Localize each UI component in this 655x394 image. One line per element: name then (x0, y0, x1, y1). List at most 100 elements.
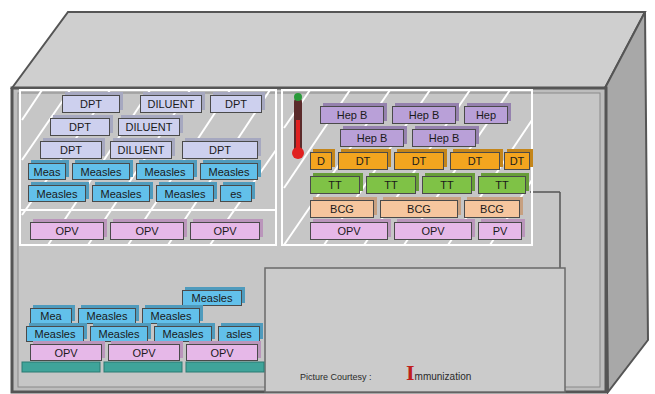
vaccine-label: DPT (69, 121, 91, 133)
lower-compartment (265, 268, 565, 392)
vaccine-box: Mea (30, 308, 72, 324)
vaccine-box: Measles (156, 185, 214, 202)
vaccine-label: OPV (132, 347, 155, 359)
vaccine-label: DPT (60, 144, 82, 156)
vaccine-box: Hep B (340, 129, 404, 147)
vaccine-box: DILUENT (140, 95, 202, 113)
vaccine-label: TT (495, 179, 508, 191)
vaccine-box: DT (504, 152, 530, 170)
fridge-top (12, 12, 645, 88)
vaccine-box: Measles (136, 163, 194, 180)
vaccine-box: DT (394, 152, 444, 170)
vaccine-box: OPV (108, 344, 180, 361)
vaccine-box: BCG (464, 200, 520, 218)
vaccine-label: Measles (163, 328, 204, 340)
vaccine-box: Hep B (320, 106, 384, 124)
vaccine-label: PV (493, 225, 508, 237)
vaccine-label: OPV (55, 225, 78, 237)
credit-text: Picture Courtesy : (300, 372, 372, 382)
vaccine-box: DILUENT (118, 118, 180, 136)
vaccine-box: Hep B (412, 129, 476, 147)
vaccine-label: Measles (192, 292, 233, 304)
vaccine-box: Hep (464, 106, 508, 124)
vaccine-box: OPV (394, 222, 472, 240)
vaccine-label: OPV (54, 347, 77, 359)
right-basket (282, 90, 532, 245)
vaccine-box: DPT (62, 95, 120, 113)
vaccine-box: DPT (40, 141, 102, 159)
left-basket (20, 90, 276, 245)
vaccine-label: TT (440, 179, 453, 191)
vaccine-box: Hep B (392, 106, 456, 124)
vaccine-box: BCG (380, 200, 458, 218)
vaccine-label: OPV (135, 225, 158, 237)
vaccine-label: Hep (476, 109, 496, 121)
vaccine-box: TT (478, 176, 526, 194)
ice-trays (22, 362, 264, 372)
vaccine-box: TT (310, 176, 360, 194)
vaccine-label: DPT (225, 98, 247, 110)
vaccine-label: Measles (99, 328, 140, 340)
vaccine-box: Measles (28, 185, 86, 202)
vaccine-box: TT (366, 176, 416, 194)
vaccine-label: Measles (145, 166, 186, 178)
vaccine-label: Hep B (409, 109, 440, 121)
vaccine-box: Measles (200, 163, 258, 180)
vaccine-label: DILUENT (147, 98, 194, 110)
vaccine-label: DPT (80, 98, 102, 110)
vaccine-label: TT (384, 179, 397, 191)
vaccine-label: D (317, 155, 325, 167)
vaccine-box: OPV (110, 222, 184, 240)
vaccine-box: BCG (310, 200, 374, 218)
vaccine-box: Measles (142, 308, 200, 324)
vaccine-label: DT (510, 155, 525, 167)
vaccine-label: Measles (209, 166, 250, 178)
vaccine-label: OPV (213, 225, 236, 237)
vaccine-label: DILUENT (125, 121, 172, 133)
back-edge (530, 191, 560, 193)
vaccine-label: TT (328, 179, 341, 191)
vaccine-box: OPV (30, 344, 102, 361)
vaccine-label: Mea (40, 310, 61, 322)
vaccine-box: OPV (30, 222, 104, 240)
vaccine-label: DILUENT (117, 144, 164, 156)
vaccine-box: DILUENT (110, 141, 172, 159)
vaccine-box: D (310, 152, 332, 170)
vaccine-box: Measles (26, 326, 84, 342)
fridge-side (605, 12, 648, 392)
vaccine-label: Meas (34, 166, 61, 178)
vaccine-label: OPV (337, 225, 360, 237)
vaccine-label: Hep B (337, 109, 368, 121)
vaccine-box: DPT (182, 141, 258, 159)
vaccine-box: OPV (190, 222, 260, 240)
vaccine-box: Measles (182, 290, 242, 306)
vaccine-box: Meas (28, 163, 66, 180)
vaccine-label: BCG (330, 203, 354, 215)
vaccine-label: OPV (421, 225, 444, 237)
vaccine-box: DT (450, 152, 500, 170)
vaccine-label: DT (468, 155, 483, 167)
vaccine-label: OPV (210, 347, 233, 359)
vaccine-box: Measles (90, 326, 148, 342)
vaccine-box: Measles (72, 163, 130, 180)
vaccine-label: Measles (81, 166, 122, 178)
vaccine-box: OPV (310, 222, 388, 240)
vaccine-label: Measles (37, 188, 78, 200)
vaccine-box: asles (218, 326, 260, 342)
vaccine-label: DT (356, 155, 371, 167)
vaccine-label: Measles (35, 328, 76, 340)
vaccine-label: es (230, 188, 242, 200)
vaccine-label: Measles (101, 188, 142, 200)
vaccine-box: TT (422, 176, 472, 194)
vaccine-box: Measles (154, 326, 212, 342)
vaccine-label: Hep B (429, 132, 460, 144)
vaccine-box: DPT (210, 95, 262, 113)
vaccine-box: Measles (92, 185, 150, 202)
vaccine-label: DT (412, 155, 427, 167)
vaccine-box: DT (338, 152, 388, 170)
vaccine-label: Measles (165, 188, 206, 200)
vaccine-label: Measles (87, 310, 128, 322)
vaccine-box: es (220, 185, 252, 202)
back-edge (559, 192, 561, 268)
vaccine-label: BCG (407, 203, 431, 215)
